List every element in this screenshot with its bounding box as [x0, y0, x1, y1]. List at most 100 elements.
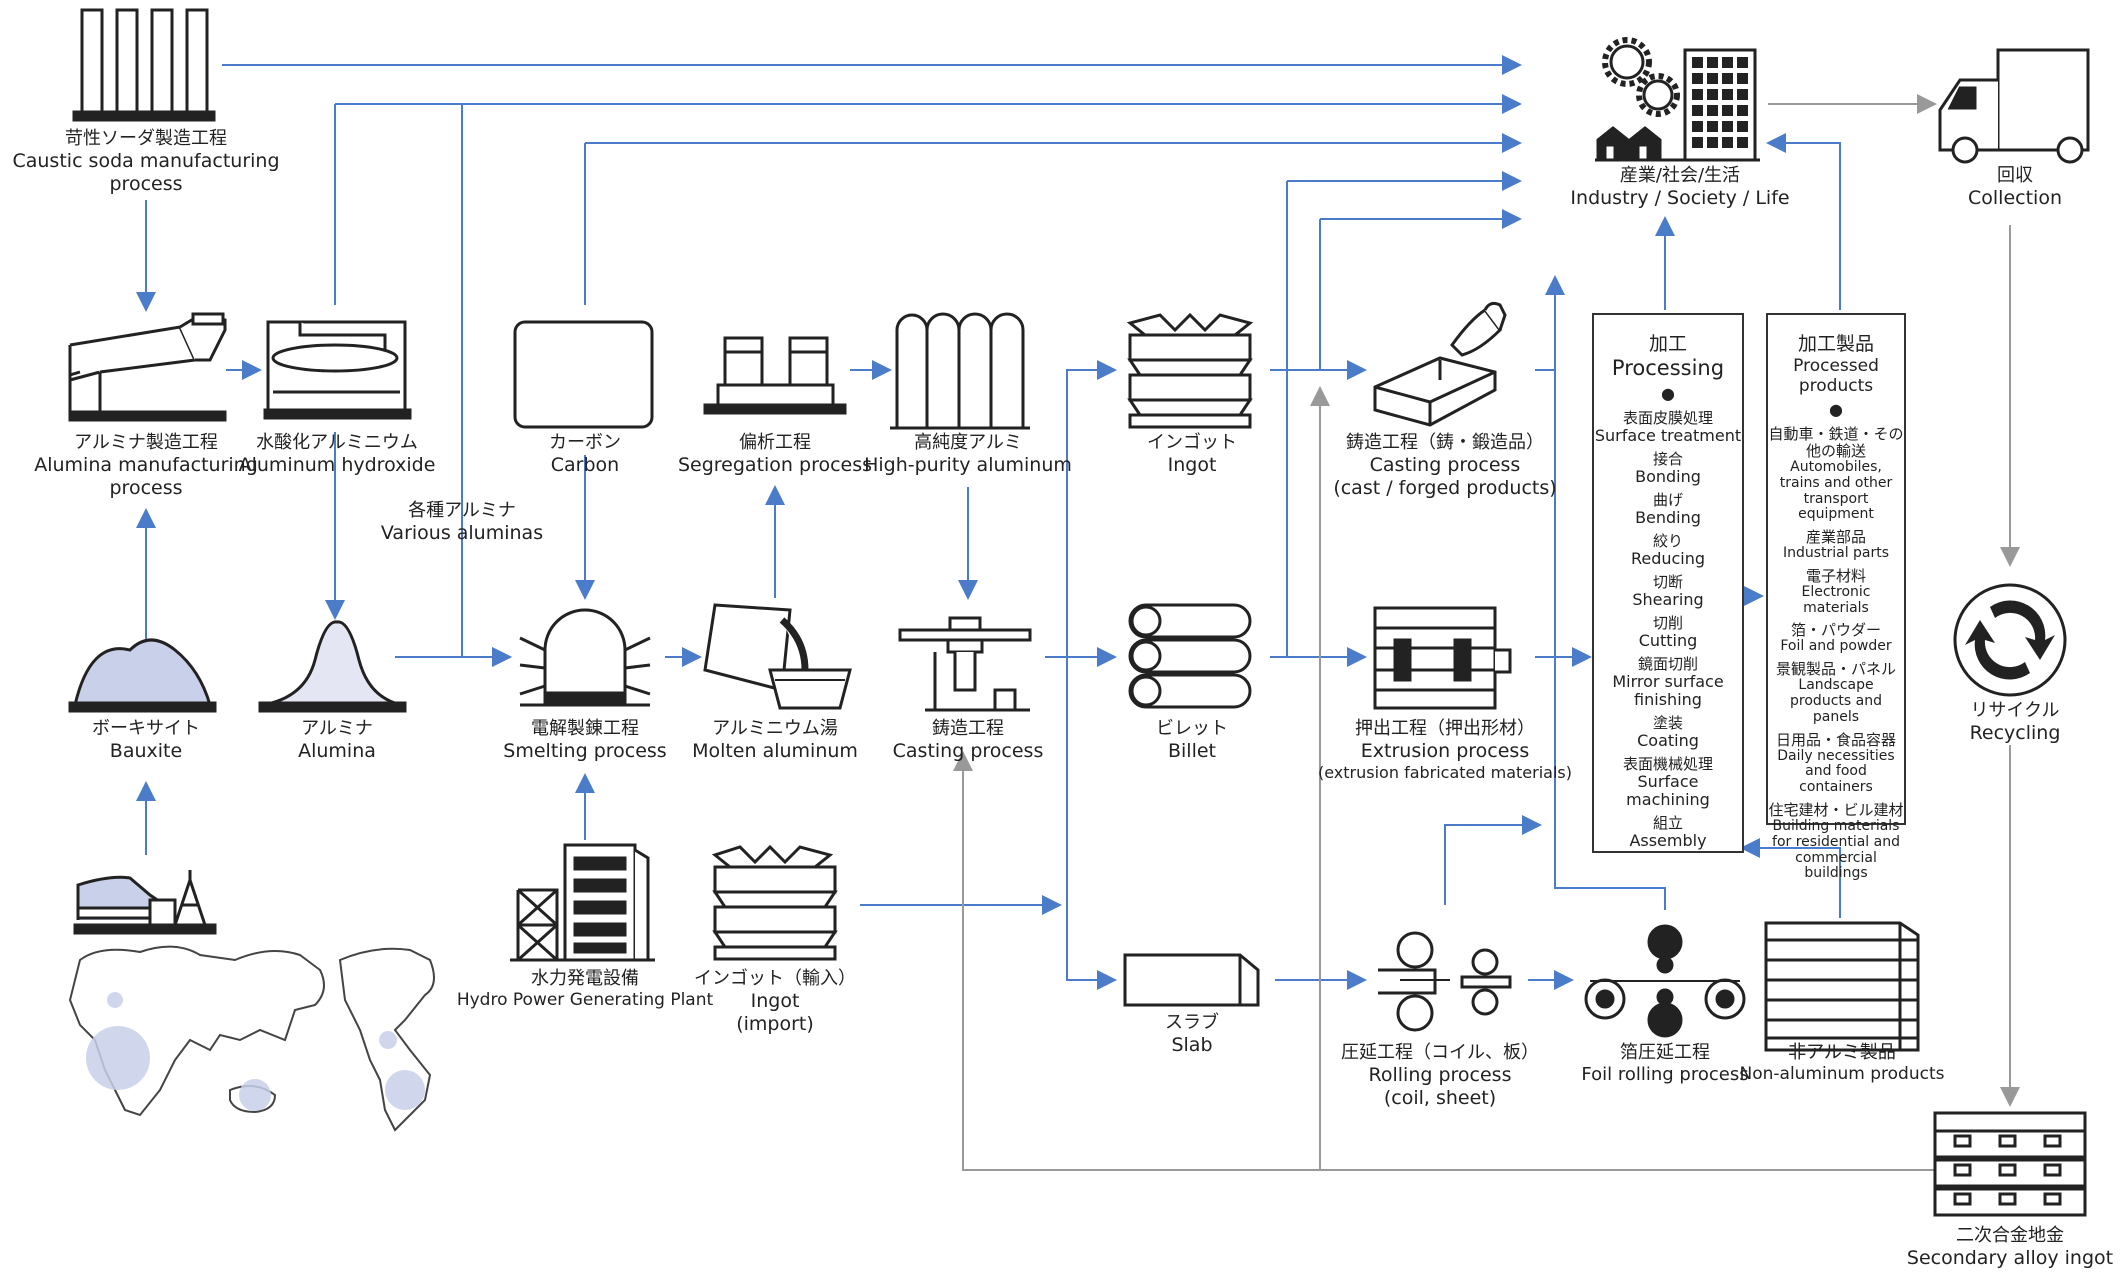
ingot-en: Ingot: [1167, 453, 1217, 476]
world-map-icon: [68, 945, 435, 1132]
products-item-jp: 箔・パウダー: [1790, 621, 1881, 640]
caustic-en2: process: [109, 173, 183, 196]
ingot-import-en2: (import): [736, 1013, 814, 1036]
industry-icon: [1595, 37, 1760, 162]
products-item-jp: 産業部品: [1805, 528, 1866, 547]
carbon-jp: カーボン: [549, 432, 621, 453]
products-item-en: Daily necessities and food containers: [1777, 747, 1895, 796]
processing-item-en: Surface machining: [1626, 772, 1710, 810]
processing-item-jp: 鏡面切削: [1637, 655, 1698, 674]
molten-jp: アルミニウム湯: [712, 718, 838, 739]
alumina-mfg-en2: process: [109, 477, 183, 500]
ingot-import-en: Ingot: [750, 989, 800, 1012]
secondary-jp: 二次合金地金: [1955, 1225, 2064, 1246]
carbon-icon: [513, 320, 654, 429]
carbon-en: Carbon: [550, 453, 620, 476]
high-purity-aluminum-icon: [890, 312, 1030, 430]
segregation-jp: 偏析工程: [738, 432, 811, 453]
processing-item-jp: 塗装: [1652, 714, 1683, 733]
alumina-mfg-jp: アルミナ製造工程: [74, 432, 218, 453]
mining-site-icon: [73, 870, 217, 935]
extrusion-icon: [1373, 606, 1512, 710]
bauxite-icon: [68, 638, 217, 713]
various-aluminas-label: 各種アルミナ Various aluminas: [381, 500, 543, 545]
caustic-en: Caustic soda manufacturing: [12, 149, 280, 172]
products-item-en: Automobiles, trains and other transport …: [1779, 458, 1893, 523]
processing-item-en: Cutting: [1638, 631, 1698, 651]
foil-en: Foil rolling process: [1581, 1063, 1749, 1085]
products-title-en: Processed products: [1793, 356, 1879, 396]
high-purity-jp: 高純度アルミ: [914, 432, 1022, 453]
alumina-plant-icon: [68, 312, 227, 422]
processing-item-jp: 接合: [1652, 450, 1683, 469]
casting-en: Casting process: [892, 739, 1044, 762]
extrusion-jp: 押出工程（押出形材）: [1355, 718, 1535, 739]
non-al-en: Non-aluminum products: [1739, 1063, 1945, 1084]
ingot-jp: インゴット: [1147, 432, 1237, 453]
ingot-import-jp: インゴット（輸入）: [694, 968, 856, 989]
processing-item-en: Mirror surface finishing: [1612, 672, 1724, 710]
smelting-label: 電解製錬工程 Smelting process: [503, 718, 666, 763]
products-item-en: Landscape products and panels: [1790, 677, 1882, 725]
flow-arrows: [136, 55, 1841, 990]
caustic-jp: 苛性ソーダ製造工程: [65, 128, 227, 149]
smelting-en: Smelting process: [503, 739, 667, 762]
products-item-en: Building materials for residential and c…: [1772, 817, 1900, 882]
recycling-en: Recycling: [1969, 721, 2061, 744]
billet-icon: [1128, 603, 1252, 709]
alumina-mfg-en: Alumina manufacturing: [34, 453, 258, 476]
ingot-import-icon: [711, 844, 838, 961]
slab-jp: スラブ: [1165, 1012, 1219, 1033]
extrusion-label: 押出工程（押出形材） Extrusion process (extrusion …: [1318, 718, 1572, 783]
carbon-label: カーボン Carbon: [549, 432, 621, 477]
secondary-ingot-icon: [1933, 1111, 2087, 1217]
products-item-en: Electronic materials: [1801, 583, 1871, 616]
rolling-jp: 圧延工程（コイル、板）: [1341, 1042, 1539, 1063]
industry-label: 産業/社会/生活 Industry / Society / Life: [1570, 165, 1789, 210]
cast-forged-label: 鋳造工程（鋳・鍛造品） Casting process (cast / forg…: [1333, 432, 1556, 500]
ingot-import-label: インゴット（輸入） Ingot (import): [694, 968, 856, 1036]
ingot-label: インゴット Ingot: [1147, 432, 1237, 477]
products-item-jp: 自動車・鉄道・その他の輸送: [1768, 425, 1904, 460]
billet-jp: ビレット: [1156, 718, 1228, 739]
recycling-icon: [1953, 583, 2067, 697]
cast-forged-jp: 鋳造工程（鋳・鍛造品）: [1346, 432, 1544, 453]
bullet-dot: ●: [1661, 384, 1675, 403]
foil-label: 箔圧延工程 Foil rolling process: [1581, 1042, 1748, 1086]
collection-label: 回収 Collection: [1968, 165, 2062, 210]
slab-en: Slab: [1171, 1033, 1213, 1056]
products-title-jp: 加工製品: [1797, 333, 1874, 355]
smelting-icon: [519, 608, 651, 707]
rolling-en2: (coil, sheet): [1383, 1087, 1497, 1110]
non-al-jp: 非アルミ製品: [1788, 1042, 1896, 1063]
processing-item-jp: 表面機械処理: [1622, 755, 1713, 774]
billet-label: ビレット Billet: [1156, 718, 1228, 763]
rolling-icon: [1378, 931, 1512, 1032]
bauxite-label: ボーキサイト Bauxite: [92, 718, 200, 763]
products-item-jp: 住宅建材・ビル建材: [1768, 800, 1904, 819]
various-aluminas-jp: 各種アルミナ: [408, 500, 516, 521]
hydroxide-label: 水酸化アルミニウム Aluminum hydroxide: [239, 432, 436, 477]
smelting-jp: 電解製錬工程: [530, 718, 639, 739]
foil-rolling-icon: [1584, 924, 1746, 1038]
casting-label: 鋳造工程 Casting process: [893, 718, 1044, 763]
processing-title-en: Processing: [1611, 356, 1725, 380]
hydroxide-en: Aluminum hydroxide: [238, 453, 436, 476]
extrusion-en: Extrusion process: [1360, 739, 1530, 762]
processing-item-en: Bending: [1635, 507, 1701, 527]
slab-label: スラブ Slab: [1165, 1012, 1219, 1057]
